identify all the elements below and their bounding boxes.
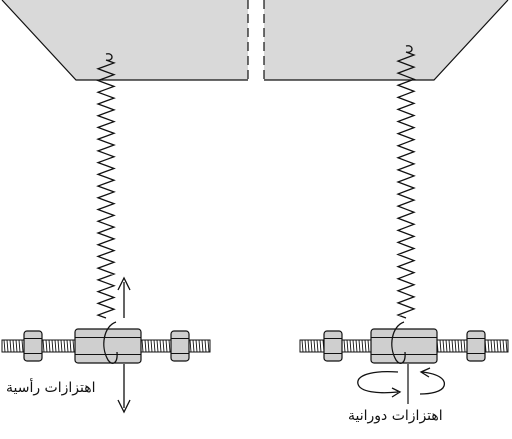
rod-thread (367, 339, 370, 353)
rod-thread (198, 339, 201, 353)
rod-thread (9, 339, 12, 353)
rod-thread (153, 339, 156, 353)
rod-thread (490, 339, 493, 353)
rod-thread (156, 339, 159, 353)
rod-thread (147, 339, 150, 353)
rod-thread (463, 339, 466, 353)
rod-thread (445, 339, 448, 353)
rod-thread (201, 339, 204, 353)
rod-thread (12, 339, 15, 353)
vertical-oscillation-label: اهتزازات رأسية (6, 380, 96, 396)
rod-thread (364, 339, 367, 353)
rod-thread (487, 339, 490, 353)
right-center-nut (370, 328, 438, 364)
left-spring (96, 53, 116, 319)
left-ceiling-block (1, 0, 249, 81)
rod-thread (159, 339, 162, 353)
rod-thread (168, 339, 171, 353)
rod-thread (499, 339, 502, 353)
rod-thread (162, 339, 165, 353)
rod-thread (45, 339, 48, 353)
rod-thread (207, 339, 210, 353)
rod-thread (439, 339, 442, 353)
rod-thread (21, 339, 24, 353)
rod-thread (54, 339, 57, 353)
rod-thread (165, 339, 168, 353)
rotational-oscillation-label: اهتزازات دورانية (348, 408, 443, 424)
rod-thread (192, 339, 195, 353)
rod-thread (304, 339, 307, 353)
rod-thread (505, 339, 508, 353)
right-outer-nut-b (466, 330, 486, 362)
rod-thread (502, 339, 505, 353)
rod-thread (361, 339, 364, 353)
rod-thread (349, 339, 352, 353)
rod-thread (457, 339, 460, 353)
right-spring (396, 45, 416, 319)
rod-thread (454, 339, 457, 353)
hex-nuts (23, 328, 486, 364)
rod-thread (493, 339, 496, 353)
rod-thread (51, 339, 54, 353)
left-outer-nut-b (170, 330, 190, 362)
left-spring-hook (103, 321, 118, 364)
right-ceiling-block (263, 0, 509, 81)
rod-thread (204, 339, 207, 353)
rod-thread (189, 339, 192, 353)
rod-thread (150, 339, 153, 353)
left-outer-nut-a (23, 330, 43, 362)
rod-thread (15, 339, 18, 353)
rotation-arrow-icon (357, 364, 446, 404)
rod-thread (319, 339, 322, 353)
rod-thread (496, 339, 499, 353)
rod-thread (72, 339, 75, 353)
rod-thread (60, 339, 63, 353)
rod-thread (307, 339, 310, 353)
rod-thread (144, 339, 147, 353)
rod-thread (316, 339, 319, 353)
rod-thread (48, 339, 51, 353)
rod-thread (57, 339, 60, 353)
rod-thread (301, 339, 304, 353)
rod-thread (141, 339, 144, 353)
rod-thread (460, 339, 463, 353)
rod-thread (310, 339, 313, 353)
rod-thread (355, 339, 358, 353)
rod-thread (66, 339, 69, 353)
rod-thread (352, 339, 355, 353)
rod-thread (358, 339, 361, 353)
rod-thread (442, 339, 445, 353)
left-center-nut (74, 328, 142, 364)
rod-thread (69, 339, 72, 353)
rod-thread (313, 339, 316, 353)
rod-thread (346, 339, 349, 353)
right-outer-nut-a (323, 330, 343, 362)
rod-thread (63, 339, 66, 353)
rod-thread (6, 339, 9, 353)
rod-thread (3, 339, 6, 353)
rod-thread (343, 339, 346, 353)
rod-thread (42, 339, 45, 353)
rod-thread (18, 339, 21, 353)
rod-thread (195, 339, 198, 353)
vertical-arrow-icon (117, 276, 131, 414)
rod-thread (448, 339, 451, 353)
right-spring-hook (391, 321, 406, 364)
rod-thread (451, 339, 454, 353)
